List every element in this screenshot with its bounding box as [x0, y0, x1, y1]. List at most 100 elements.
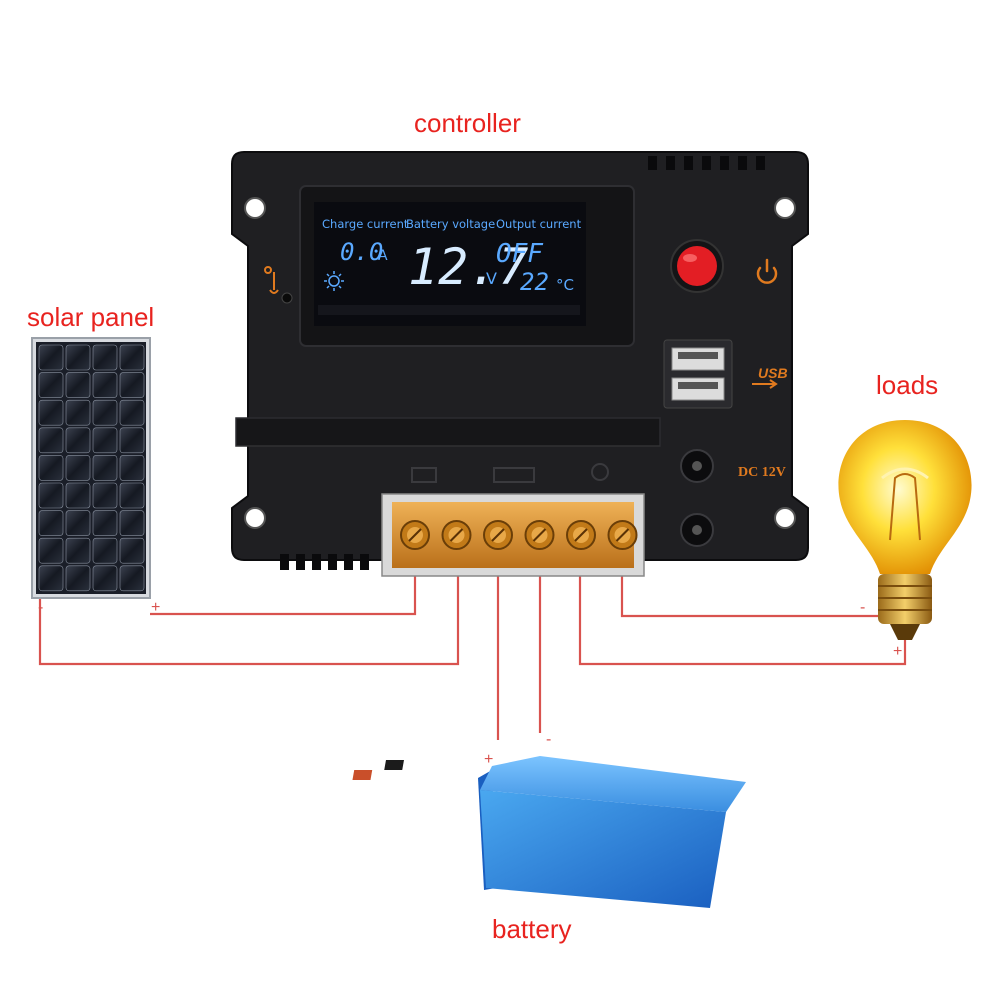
solar-cell — [38, 510, 64, 536]
vent-slot — [344, 554, 353, 570]
solar-cell — [38, 537, 64, 564]
solar-cell — [119, 399, 145, 426]
solar-cell — [119, 344, 145, 371]
terminal-screws — [400, 520, 638, 550]
vent-slot — [684, 156, 693, 170]
lcd-output-current-label: Output current — [496, 217, 582, 231]
vent-slot — [360, 554, 369, 570]
battery — [352, 756, 746, 908]
usb-label: USB — [758, 365, 788, 381]
controller-label: controller — [414, 108, 521, 138]
solar-cell — [65, 482, 91, 509]
solar-cell — [38, 482, 64, 509]
light-bulb — [838, 420, 972, 640]
load-positive-mark: + — [893, 643, 902, 660]
power-button[interactable] — [677, 246, 717, 286]
solar-cell — [38, 455, 64, 481]
wire-solar-negative — [38, 575, 460, 666]
vent-slot — [702, 156, 711, 170]
solar-cell — [92, 482, 118, 509]
vent-slot — [280, 554, 289, 570]
battery-body — [480, 790, 726, 908]
solar-cell — [65, 372, 91, 398]
solar-cell — [92, 372, 118, 398]
lcd-charge-current-unit: A — [378, 248, 388, 264]
power-icon — [756, 258, 778, 284]
vent-slot — [666, 156, 675, 170]
lcd-charge-current-label: Charge current — [322, 217, 409, 231]
wire-load-negative — [620, 575, 878, 618]
temperature-sensor — [281, 292, 293, 304]
vent-slot — [720, 156, 729, 170]
terminal-block — [381, 493, 645, 577]
solar-cell — [119, 482, 145, 509]
lcd-battery-voltage-value: 12.7 — [408, 238, 528, 296]
battery-top — [480, 756, 746, 812]
lcd-battery-voltage-unit: V — [486, 269, 497, 288]
solar-cell — [119, 537, 145, 564]
solar-cell — [92, 344, 118, 371]
battery-label: battery — [492, 914, 572, 944]
battery-positive-mark: + — [484, 751, 493, 768]
mount-hole — [774, 197, 796, 219]
lcd-charge-current-value: 0.0 — [340, 238, 383, 266]
vent-slot — [296, 554, 305, 570]
lcd-battery-voltage-label: Battery voltage — [406, 217, 495, 231]
vent-slots-top — [648, 156, 765, 170]
vent-slot — [738, 156, 747, 170]
polarity-marks: - + + - - + — [38, 599, 902, 768]
temperature-sensor-icon — [264, 266, 279, 294]
bulb-glass — [838, 420, 972, 574]
solar-cells — [38, 344, 145, 592]
solar-cell — [92, 399, 118, 426]
terminal-screw-slot — [449, 528, 464, 542]
solar-cell — [38, 565, 64, 592]
solar-cell — [92, 427, 118, 454]
solar-cell — [65, 565, 91, 592]
vent-slot — [756, 156, 765, 170]
solar-positive-mark: + — [151, 599, 160, 616]
solar-panel-label: solar panel — [27, 302, 155, 332]
solar-cell — [65, 510, 91, 536]
solar-cell — [119, 372, 145, 398]
solar-cell — [65, 455, 91, 481]
terminal-screw-slot — [615, 528, 630, 542]
terminal-icons — [411, 463, 609, 483]
solar-cell — [119, 510, 145, 536]
mount-hole — [774, 507, 796, 529]
solar-panel — [31, 337, 151, 599]
usb-icon — [752, 379, 778, 389]
lcd-temperature-value: 22 — [520, 268, 549, 296]
terminal-screw-slot — [408, 528, 422, 542]
terminal-screw-slot — [574, 528, 588, 542]
vent-slot — [328, 554, 337, 570]
wire-load-positive — [578, 575, 907, 666]
solar-cell — [119, 565, 145, 592]
charge-controller: Charge current Battery voltage Output cu… — [231, 151, 809, 577]
battery-negative-mark: - — [546, 731, 551, 748]
lcd-temperature-unit: °C — [556, 276, 574, 294]
solar-cell — [38, 399, 64, 426]
solar-cell — [119, 455, 145, 481]
dc-label: DC 12V — [738, 465, 786, 480]
solar-cell — [92, 537, 118, 564]
wires — [38, 575, 907, 740]
loads-label: loads — [876, 370, 939, 400]
solar-cell — [65, 537, 91, 564]
wire-solar-positive — [150, 575, 417, 616]
solar-cell — [65, 344, 91, 371]
solar-cell — [92, 455, 118, 481]
mount-hole — [244, 197, 266, 219]
solar-cell — [92, 510, 118, 536]
solar-cell — [38, 372, 64, 398]
load-negative-mark: - — [860, 599, 865, 616]
solar-cell — [65, 399, 91, 426]
vent-slot — [312, 554, 321, 570]
solar-cell — [38, 427, 64, 454]
mount-hole — [244, 507, 266, 529]
terminal-screw-slot — [532, 528, 547, 542]
solar-cell — [38, 344, 64, 371]
solar-cell — [65, 427, 91, 454]
sun-icon — [324, 271, 344, 291]
